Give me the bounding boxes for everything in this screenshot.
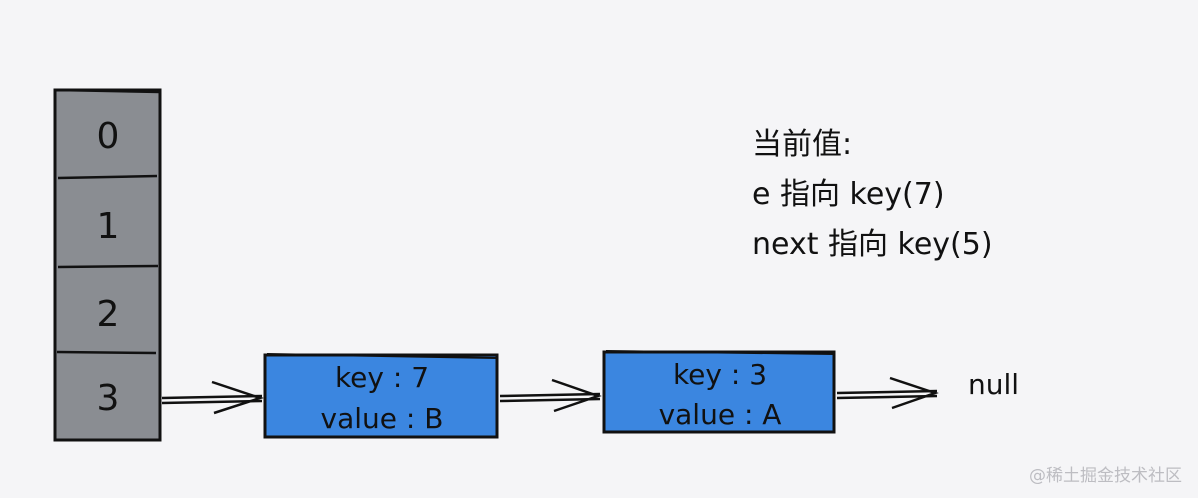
- arrow-bucket-to-node1: [161, 380, 264, 415]
- bucket-index-0: 0: [97, 116, 120, 157]
- bucket-array: 0 1 2 3: [53, 88, 162, 442]
- bucket-index-2: 2: [97, 294, 120, 335]
- watermark: @稀土掘金技术社区: [1029, 466, 1182, 486]
- bucket-index-3: 3: [97, 378, 120, 419]
- arrow-node2-to-null: [836, 376, 939, 410]
- bucket-divider: [57, 264, 159, 269]
- bucket-index-1: 1: [97, 206, 120, 247]
- node-key-7: key : 7 value : B: [263, 353, 499, 439]
- current-value-note: 当前值: e 指向 key(7) next 指向 key(5): [752, 120, 993, 270]
- note-e-pointer: e 指向 key(7): [752, 177, 945, 212]
- bucket-divider: [57, 174, 158, 180]
- node-key-text: key : 3: [673, 358, 767, 391]
- node-value-text: value : B: [321, 402, 444, 435]
- node-key-text: key : 7: [335, 361, 429, 394]
- node-value-text: value : A: [659, 398, 782, 431]
- arrow-node1-to-node2: [499, 378, 602, 413]
- bucket-divider: [56, 350, 157, 355]
- null-label: null: [968, 368, 1019, 401]
- node-box: [602, 350, 836, 434]
- note-next-pointer: next 指向 key(5): [752, 227, 993, 262]
- note-title: 当前值:: [752, 127, 853, 162]
- node-key-3: key : 3 value : A: [602, 350, 836, 434]
- bucket-edge: [56, 88, 161, 94]
